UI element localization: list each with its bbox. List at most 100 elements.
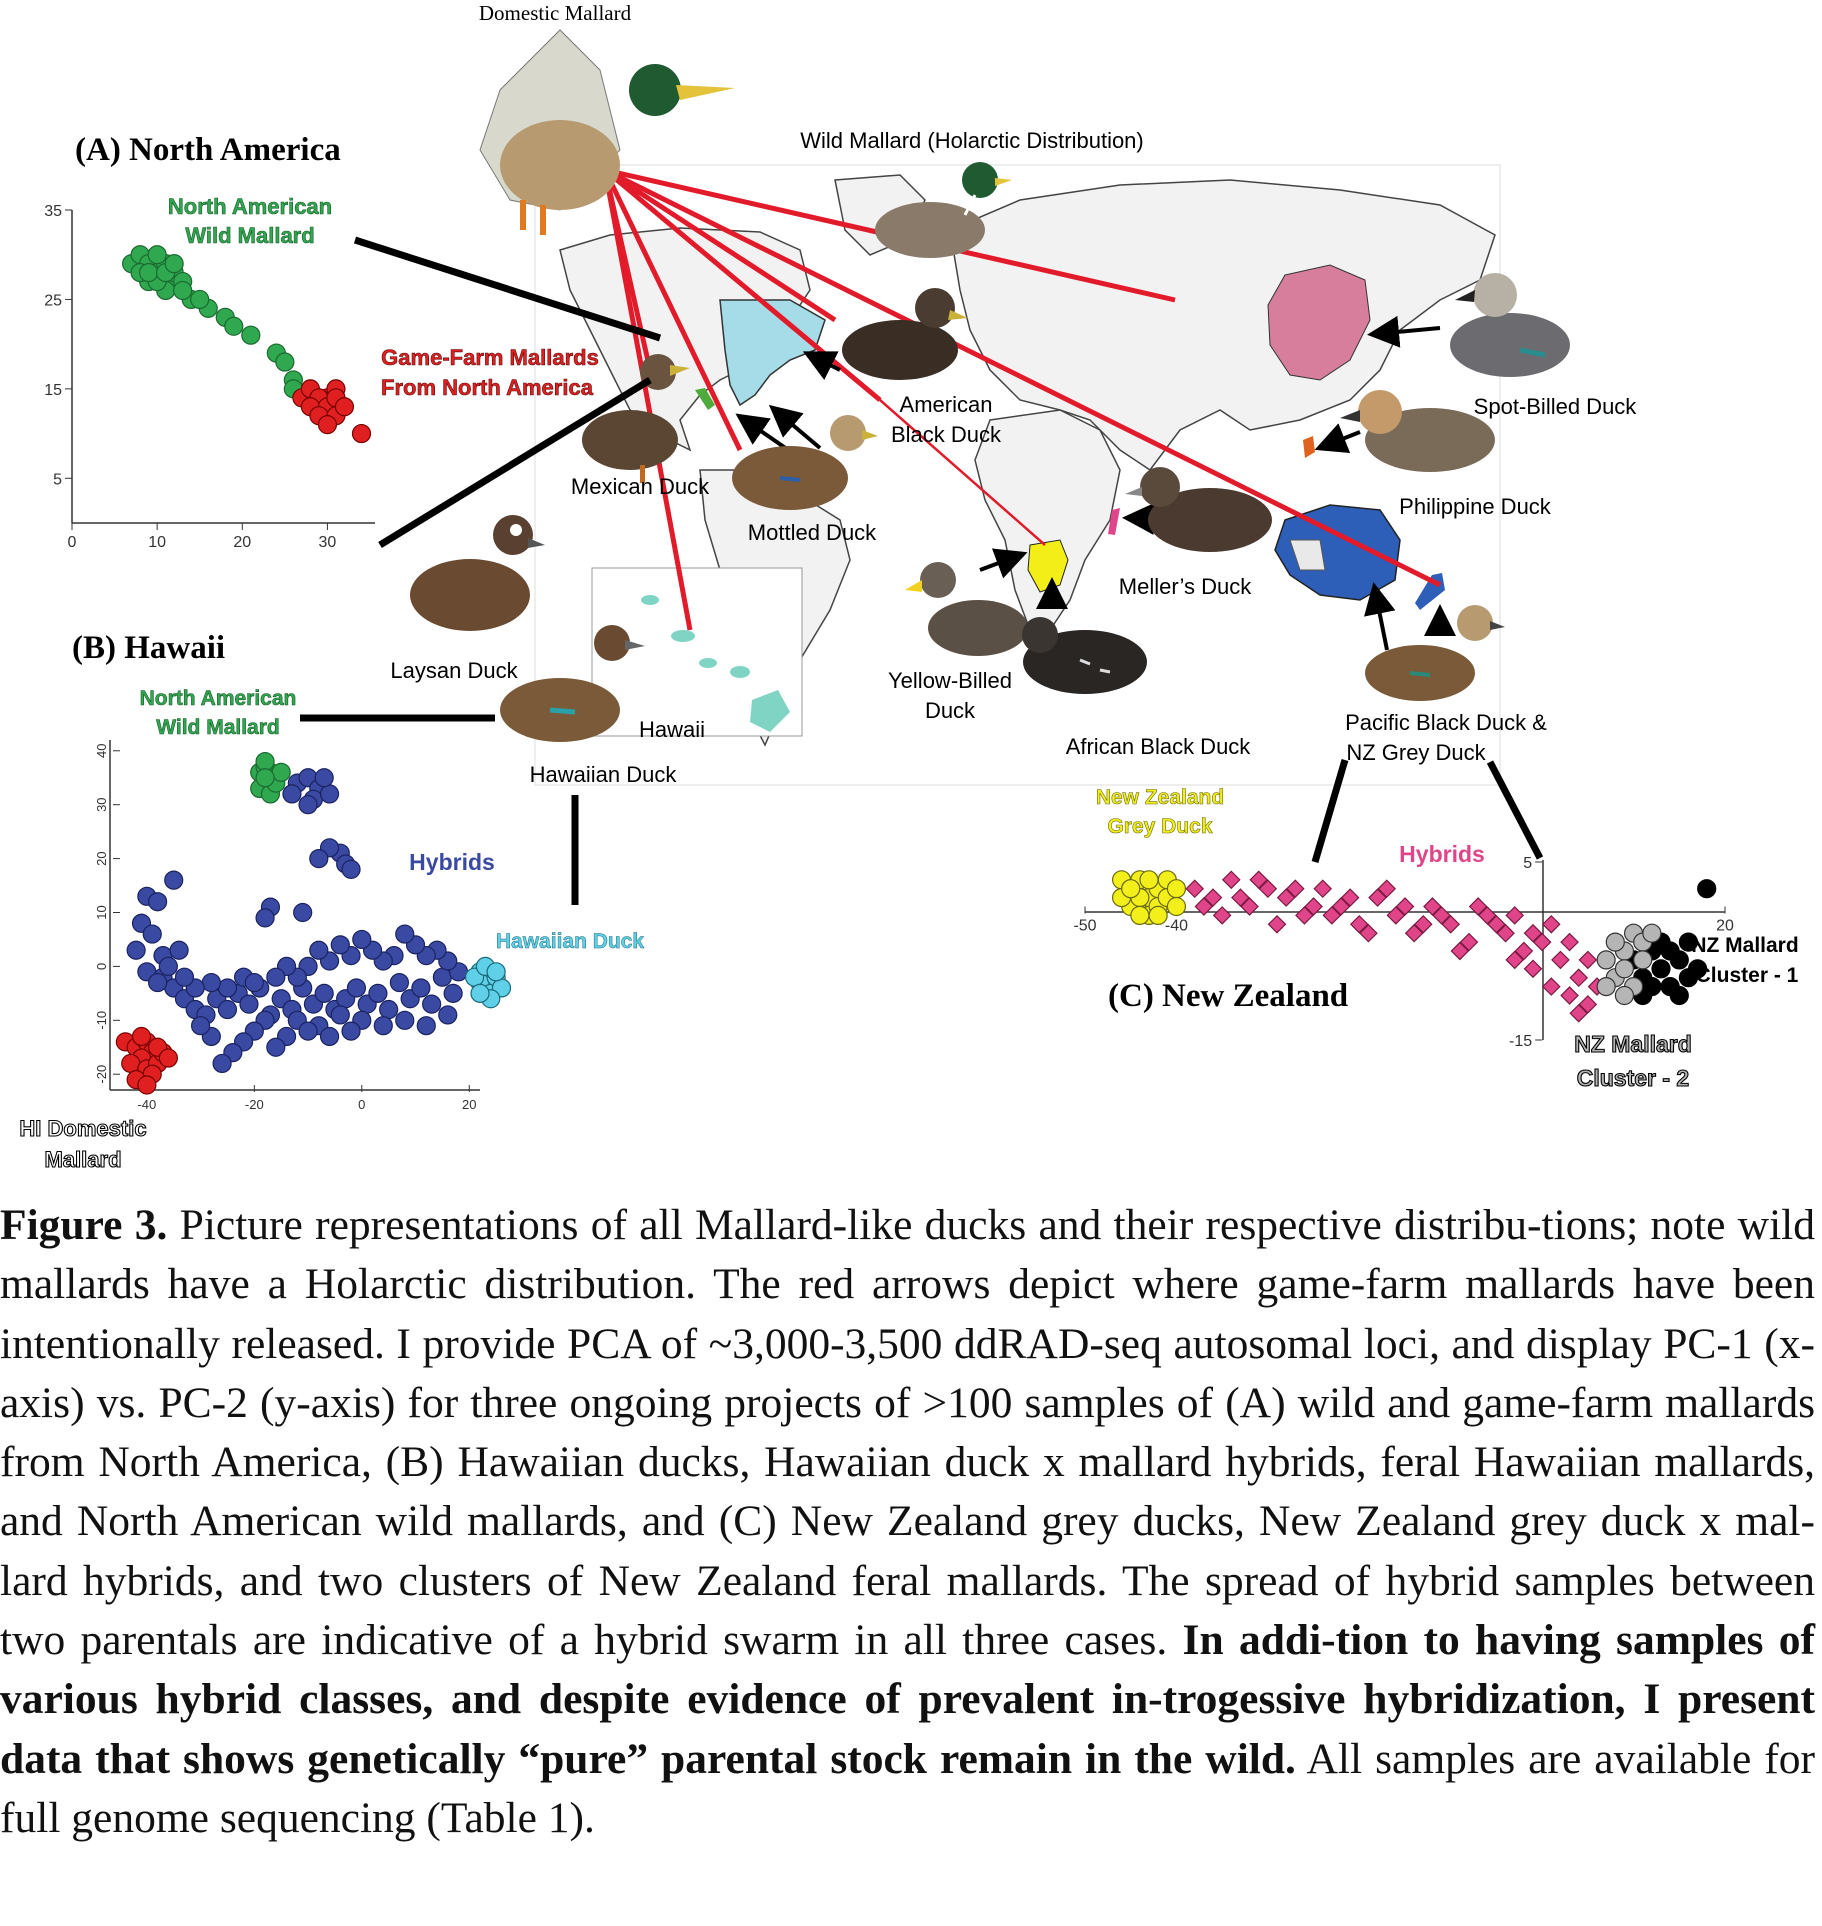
caption-text-1: Picture representations of all Mallard-l…: [0, 1201, 1815, 1665]
point-A-s0-17: [164, 254, 184, 274]
point-C-s1-0: [1185, 879, 1205, 899]
point-B-s1-78: [217, 978, 238, 998]
point-C-s1-17: [1496, 923, 1515, 943]
spot-billed-duck-label: Spot-Billed Duck: [1474, 394, 1638, 419]
point-C-s1-7: [1313, 879, 1333, 899]
spot-billed-range: [1267, 264, 1371, 381]
point-C-s1-31: [1359, 923, 1378, 943]
y-tick-label-B-3: 10: [94, 905, 109, 919]
point-B-s1-98: [266, 1037, 286, 1057]
point-B-s1-96: [298, 1021, 318, 1041]
yellow-billed-duck-icon: [905, 562, 1028, 656]
point-C-s1-37: [1212, 906, 1232, 925]
label-game-farm-2: From North America: [381, 375, 594, 400]
x-tick-label-B-2: 0: [358, 1097, 365, 1112]
point-B-s1-21: [126, 940, 146, 960]
point-B-s1-52: [443, 983, 463, 1003]
point-C-s3-9: [1614, 959, 1635, 979]
point-B-s1-20: [142, 924, 162, 944]
pacific-black-duck-label-1: Pacific Black Duck &: [1345, 710, 1547, 735]
point-C-s1-19: [1532, 932, 1552, 952]
label-hawaiian-duck: Hawaiian Duck: [496, 930, 645, 953]
point-B-s1-66: [309, 940, 329, 960]
point-B-s1-88: [330, 1005, 350, 1025]
label-na-wild-mallard-1: North American: [168, 194, 332, 219]
label-game-farm-1: Game-Farm Mallards: [381, 345, 599, 370]
africa-outline: [974, 409, 1121, 631]
point-B-s1-43: [346, 978, 367, 998]
point-C-s1-16: [1477, 906, 1497, 925]
african-black-duck-label: African Black Duck: [1066, 734, 1252, 759]
mottled-duck-icon: [732, 415, 878, 510]
point-C-s1-42: [1413, 914, 1433, 934]
x-tick-label-C-2: 20: [1716, 918, 1734, 935]
point-A-s0-8: [147, 245, 167, 265]
point-B-s1-47: [389, 972, 410, 993]
y-tick-label-A-0: 5: [53, 471, 62, 488]
mottled-duck-label: Mottled Duck: [748, 520, 877, 545]
domestic-mallard-icon: [479, 29, 735, 235]
point-B-s1-14: [255, 908, 275, 928]
y-tick-label-C-0: 5: [1523, 855, 1532, 872]
point-B-s1-95: [319, 1026, 340, 1047]
point-A-s1-13: [334, 397, 355, 417]
figure-3: Domestic Mallard Wild Mallard (Holarctic…: [19, 1, 1799, 1173]
point-C-s1-3: [1240, 897, 1259, 916]
point-B-s1-58: [395, 924, 415, 944]
point-B-s1-81: [201, 972, 221, 993]
label-nz-grey-duck-2: Grey Duck: [1107, 815, 1212, 838]
point-C-s1-21: [1569, 968, 1589, 988]
point-B-s1-51: [432, 967, 452, 987]
point-A-s0-15: [139, 263, 159, 283]
x-tick-label-B-3: 20: [462, 1097, 476, 1112]
philippine-range: [1303, 436, 1315, 458]
point-C-s1-39: [1285, 879, 1305, 899]
y-tick-label-A-3: 35: [44, 203, 62, 220]
american-black-duck-label-2: Black Duck: [891, 422, 1002, 447]
point-B-s1-16: [164, 870, 184, 890]
y-tick-label-B-4: 20: [94, 851, 109, 865]
hawaiian-duck-label: Hawaiian Duck: [530, 762, 678, 787]
point-C-s1-9: [1349, 914, 1369, 934]
x-tick-label-B-1: -20: [245, 1097, 264, 1112]
x-tick-label-C-1: -40: [1165, 918, 1188, 935]
point-C-s0-15: [1121, 879, 1141, 899]
pacific-black-duck-label-2: NZ Grey Duck: [1346, 740, 1486, 765]
x-tick-label-A-0: 0: [68, 534, 77, 551]
x-tick-label-A-3: 30: [319, 534, 337, 551]
caption-lead: Figure 3.: [0, 1201, 168, 1249]
x-tick-label-A-2: 20: [233, 534, 251, 551]
point-B-s1-33: [239, 994, 259, 1014]
point-C-s1-35: [1231, 888, 1250, 907]
label-na-wild-mallard-2: Wild Mallard: [185, 223, 314, 248]
point-C-s3-0: [1596, 950, 1616, 970]
mellers-duck-icon: [1125, 467, 1272, 552]
point-B-s1-23: [169, 940, 189, 960]
point-B-s1-45: [368, 983, 388, 1003]
point-C-s0-11: [1130, 905, 1150, 926]
point-B-s1-15: [293, 902, 313, 923]
point-C-s1-14: [1441, 914, 1461, 934]
point-C-s1-28: [1450, 941, 1470, 961]
hawaiian-duck-icon: [500, 625, 645, 742]
yellow-billed-duck-label-1: Yellow-Billed: [888, 668, 1012, 693]
point-C-s1-36: [1194, 897, 1214, 916]
point-C-s2-14: [1697, 879, 1717, 899]
domestic-mallard-label: Domestic Mallard: [479, 1, 632, 25]
philippine-duck-label: Philippine Duck: [1399, 494, 1552, 519]
point-C-s2-3: [1651, 959, 1671, 979]
point-C-s1-4: [1258, 879, 1278, 899]
point-C-s1-13: [1423, 897, 1442, 916]
point-B-s1-49: [411, 978, 431, 998]
point-C-s1-29: [1432, 906, 1451, 925]
point-C-s1-45: [1523, 923, 1543, 943]
spot-billed-duck-icon: [1450, 273, 1570, 377]
y-tick-label-B-5: 30: [94, 797, 109, 811]
point-B-s0-7: [255, 751, 275, 772]
label-nz-grey-duck-1: New Zealand: [1096, 786, 1224, 809]
y-tick-label-A-2: 25: [44, 292, 62, 309]
y-tick-label-B-2: 0: [94, 963, 109, 970]
point-B-s1-7: [314, 768, 334, 788]
label-nz-cluster-1a: NZ Mallard: [1691, 934, 1798, 957]
